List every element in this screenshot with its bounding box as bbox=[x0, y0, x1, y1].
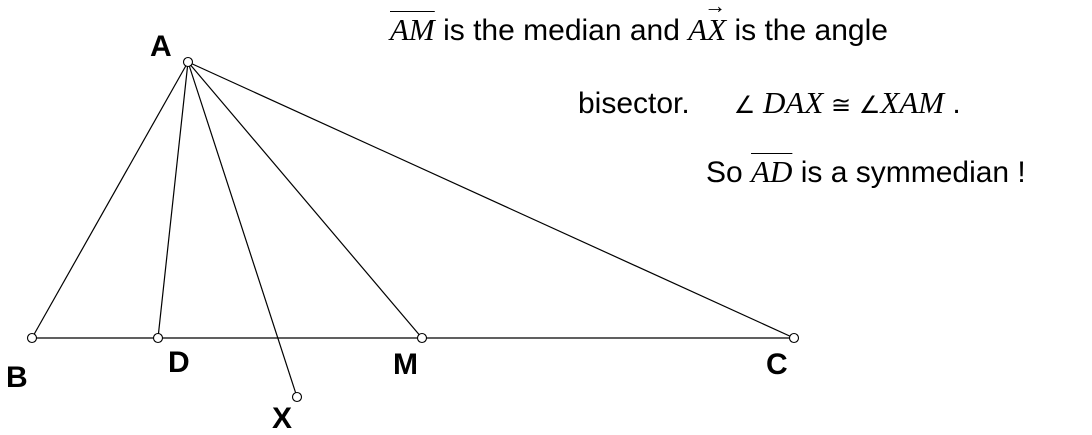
explanation-text: is the median and bbox=[434, 14, 689, 47]
bisector-ax bbox=[187, 61, 298, 398]
explanation-line-1: AM is the median and →AX is the angle bbox=[390, 0, 888, 48]
median-segment-notation: AM bbox=[390, 12, 435, 47]
point-b bbox=[26, 332, 38, 344]
explanation-line-2: bisector. ∠ DAX ≅ ∠XAM . bbox=[578, 85, 961, 121]
explanation-text: So bbox=[706, 156, 752, 189]
explanation-line-3: So AD is a symmedian ! bbox=[706, 154, 1026, 190]
label-a: A bbox=[150, 30, 172, 63]
label-x: X bbox=[272, 402, 292, 435]
point-c bbox=[788, 332, 800, 344]
explanation-text: bisector. bbox=[578, 87, 690, 120]
symmedian-segment-notation: AD bbox=[751, 154, 793, 189]
ray-arrow-icon: → bbox=[704, 0, 727, 18]
point-m bbox=[416, 332, 428, 344]
explanation-text: is the angle bbox=[726, 14, 888, 47]
point-a bbox=[182, 56, 194, 68]
symmedian-ad bbox=[157, 61, 189, 339]
segment-ab bbox=[31, 61, 189, 339]
bisector-ray-notation: →AX bbox=[688, 0, 726, 48]
point-d bbox=[152, 332, 164, 344]
point-x bbox=[291, 391, 303, 403]
label-c: C bbox=[766, 348, 788, 381]
angle-congruence: ∠ DAX ≅ ∠XAM bbox=[733, 85, 945, 120]
label-m: M bbox=[393, 348, 418, 381]
explanation-text: . bbox=[944, 87, 961, 120]
label-d: D bbox=[168, 346, 190, 379]
explanation-text: is a symmedian ! bbox=[792, 156, 1026, 189]
median-am bbox=[187, 61, 423, 339]
label-b: B bbox=[6, 361, 28, 394]
segment-ac bbox=[187, 61, 795, 339]
